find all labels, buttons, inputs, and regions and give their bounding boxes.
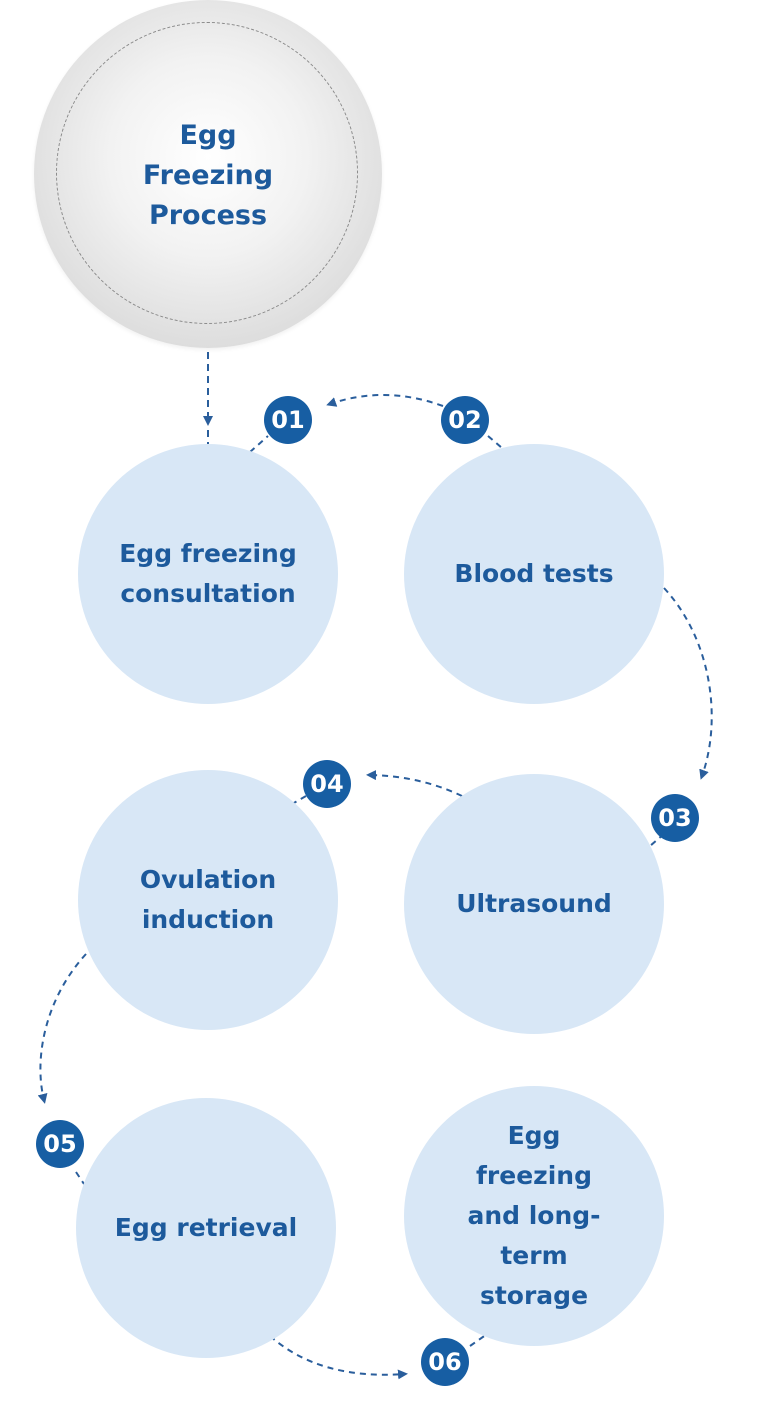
step-6-badge: 06 [421, 1338, 469, 1386]
step-1-badge: 01 [264, 396, 312, 444]
step-3-badge: 03 [651, 794, 699, 842]
connector-02-stub [487, 435, 503, 449]
connector-02-to-03 [663, 587, 713, 780]
step-3-circle: Ultrasound [404, 774, 664, 1034]
dashed-ring [56, 22, 358, 324]
step-5-label: Egg retrieval [114, 1213, 298, 1242]
step-2-label: Blood tests [454, 559, 614, 588]
connector-01-to-02 [326, 393, 444, 407]
step-4-label: Ovulation induction [139, 865, 277, 934]
connector-05-stub [75, 1171, 85, 1185]
step-1-label: Egg freezing consultation [119, 539, 297, 608]
step-5-badge: 05 [36, 1120, 84, 1168]
connector-03-to-04 [366, 770, 463, 797]
step-4-circle: Ovulation induction [78, 770, 338, 1030]
connector-05-to-06 [269, 1335, 408, 1380]
step-5-circle: Egg retrieval [76, 1098, 336, 1358]
step-2-badge: 02 [441, 396, 489, 444]
connector-04-to-05 [37, 953, 87, 1104]
connector-01-stub [249, 435, 269, 453]
step-4-badge: 04 [303, 760, 351, 808]
diagram-title: Egg Freezing Process [142, 120, 274, 231]
step-3-label: Ultrasound [456, 889, 612, 918]
process-title-circle: Egg Freezing Process [34, 0, 382, 348]
step-1-circle: Egg freezing consultation [78, 444, 338, 704]
step-2-circle: Blood tests [404, 444, 664, 704]
step-6-label: Egg freezing and long-term storage [467, 1121, 601, 1310]
step-6-circle: Egg freezing and long-term storage [404, 1086, 664, 1346]
